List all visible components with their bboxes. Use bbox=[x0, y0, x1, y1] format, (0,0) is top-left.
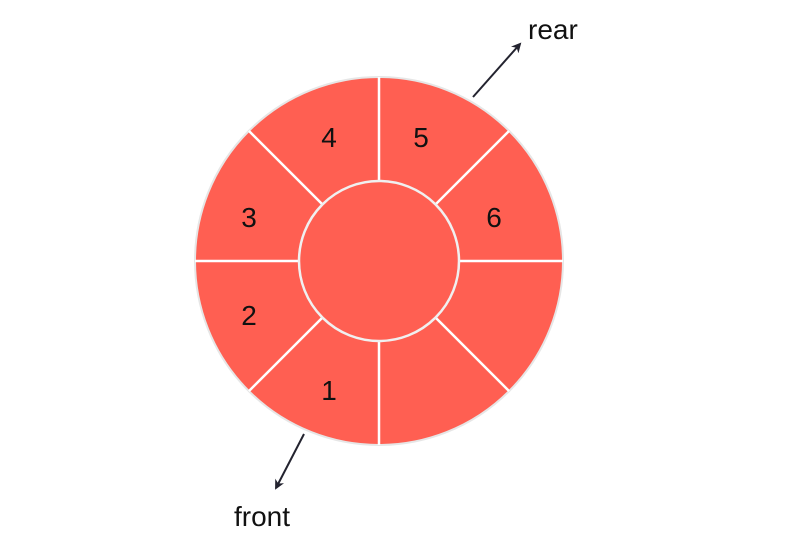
slot-dividers bbox=[195, 77, 563, 445]
slot-1-label: 1 bbox=[321, 375, 337, 406]
rear-arrow-icon bbox=[472, 42, 522, 98]
front-label: front bbox=[234, 501, 290, 532]
slot-5-label: 5 bbox=[413, 122, 429, 153]
inner-hub bbox=[297, 179, 461, 343]
slot-3-label: 3 bbox=[241, 202, 257, 233]
slot-2-label: 2 bbox=[241, 300, 257, 331]
rear-label: rear bbox=[528, 14, 578, 45]
slot-4-label: 4 bbox=[321, 122, 337, 153]
front-arrow-icon bbox=[275, 433, 305, 490]
slot-6-label: 6 bbox=[486, 202, 502, 233]
